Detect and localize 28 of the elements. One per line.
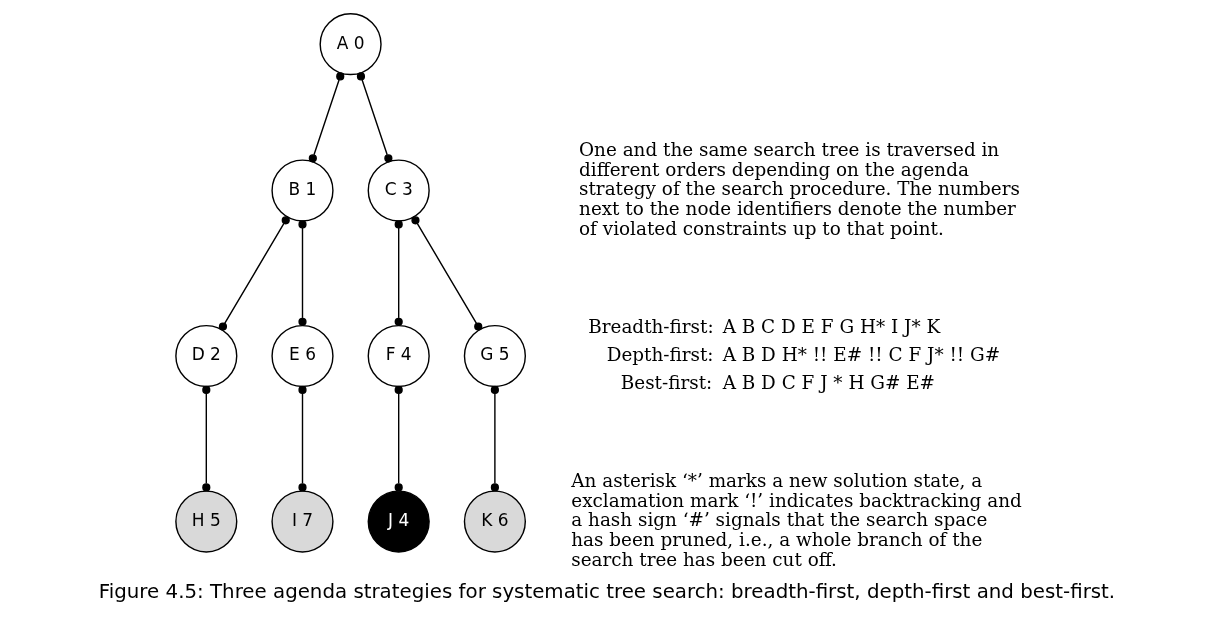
node-circle: F 4 bbox=[367, 324, 430, 388]
label: An asterisk ‘*’ marks a new solution state, a exclamation mark ‘!’ indicates backtracking and a hash sign ‘#’ signals that the search space has been pruned, i.e., a whole branch of the search tree has been cut off. bbox=[571, 469, 1022, 570]
label: A B C D E F G H* I J* K bbox=[722, 315, 941, 337]
node-circle: A 0 bbox=[319, 13, 382, 76]
node-circle: J 4 bbox=[367, 490, 430, 553]
node-circle: K 6 bbox=[463, 490, 526, 553]
connector bbox=[202, 385, 211, 492]
connector bbox=[298, 220, 307, 326]
connector bbox=[218, 216, 290, 331]
node-circle: C 3 bbox=[367, 159, 430, 222]
node-circle: I 7 bbox=[271, 490, 334, 553]
connector bbox=[394, 220, 403, 326]
node-circle: H 5 bbox=[175, 490, 238, 553]
connector bbox=[308, 72, 345, 163]
connector bbox=[490, 385, 499, 492]
label: One and the same search tree is traversed in different orders depending on the agenda strategy of the search procedure. The numbers next to the node identifiers denote the number of violated constraints up to that point. bbox=[579, 138, 1020, 239]
caption: Figure 4.5: Three agenda strategies for systematic tree search: breadth-first, depth-first and best-first. bbox=[98, 580, 1116, 604]
node-circle: B 1 bbox=[271, 159, 334, 222]
label: Best-first: bbox=[620, 372, 713, 394]
label: A B D H* !! E# !! C F J* !! G# bbox=[722, 343, 1001, 365]
connector bbox=[411, 216, 483, 331]
connector bbox=[394, 385, 403, 492]
connector bbox=[356, 72, 393, 163]
node-circle: E 6 bbox=[271, 324, 334, 388]
label: A B D C F J * H G# E# bbox=[722, 372, 936, 394]
label: Depth-first: bbox=[606, 343, 714, 365]
label: Breadth-first: bbox=[588, 315, 714, 337]
connector bbox=[298, 385, 307, 492]
